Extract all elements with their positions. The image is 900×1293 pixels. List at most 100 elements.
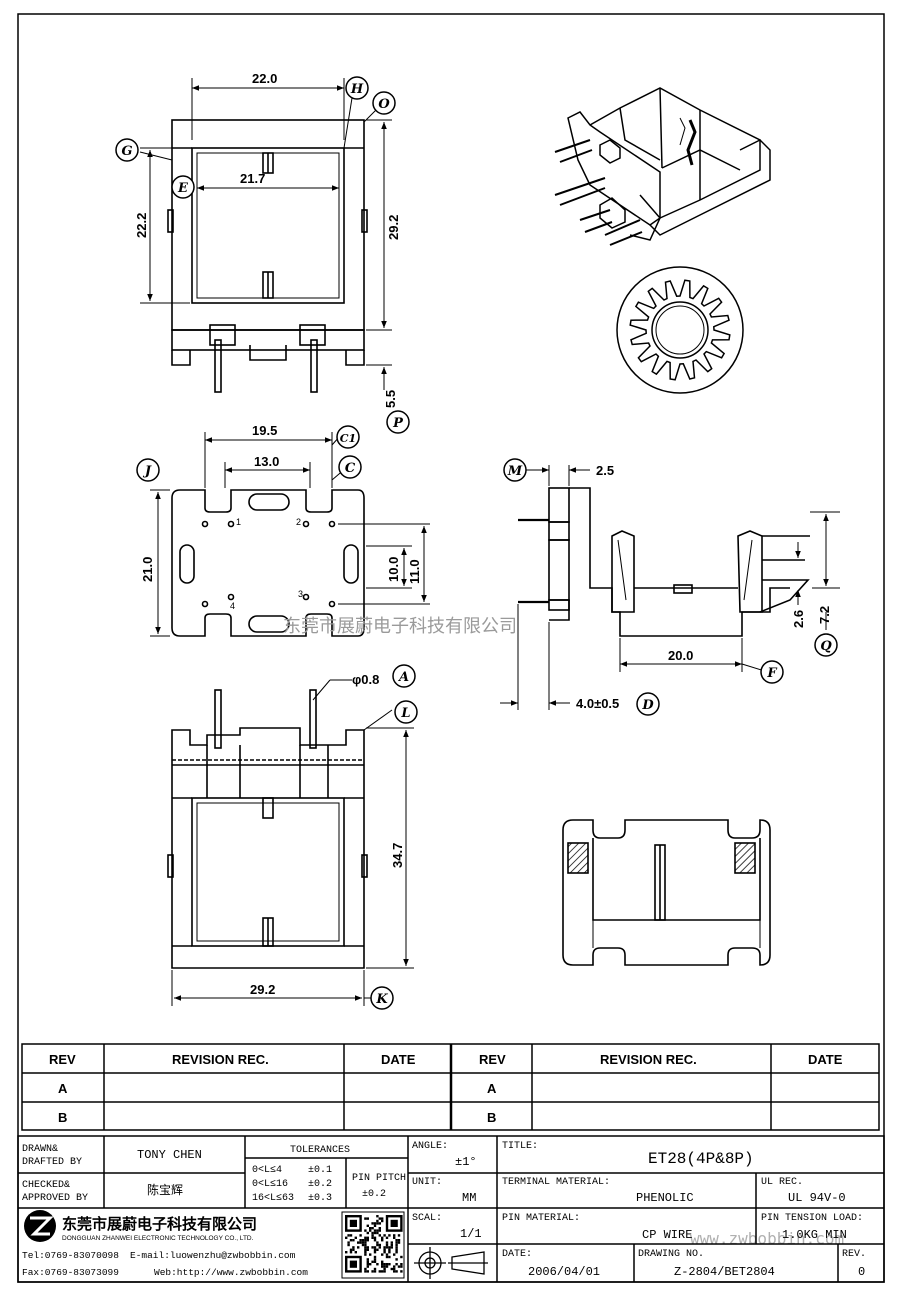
label-circle-d [636, 692, 660, 716]
front-view [167, 689, 368, 969]
rev-header-1: REV [49, 1052, 76, 1067]
drawn-label-2: DRAFTED BY [22, 1157, 82, 1168]
label-k: K [375, 992, 388, 1007]
projection-symbol-icon [414, 1247, 488, 1279]
section-view [562, 819, 771, 966]
label-circle-l [394, 700, 418, 724]
side-view [518, 487, 810, 637]
qr-code-icon [341, 1211, 405, 1279]
dim-7-2: 7.2 [817, 606, 832, 624]
pin-tension-label: PIN TENSION LOAD: [761, 1213, 863, 1224]
label-circle-f [760, 660, 784, 684]
dim-21-7: 21.7 [240, 171, 265, 186]
label-circle-o [372, 91, 396, 115]
dim-2-6: 2.6 [791, 610, 806, 628]
pin-number-4: 4 [230, 601, 235, 611]
revision-table-text: REV REVISION REC. DATE REV REVISION REC.… [49, 1052, 843, 1125]
checked-label-1: CHECKED& [22, 1180, 70, 1191]
dim-19-5: 19.5 [252, 423, 277, 438]
dim-22-0: 22.0 [252, 71, 277, 86]
pin-number-2: 2 [296, 517, 301, 527]
label-l: L [400, 706, 410, 721]
label-j: J [142, 464, 152, 479]
label-g: G [121, 144, 132, 159]
front-view-dims [171, 679, 414, 1006]
rev-b-2: B [487, 1110, 496, 1125]
label-o: O [378, 97, 390, 112]
tol-range-3: 16<L≤63 [252, 1193, 294, 1204]
label-d: D [641, 698, 654, 713]
date-header-2: DATE [808, 1052, 843, 1067]
title-label: TITLE: [502, 1141, 538, 1152]
drawing-no-value: Z-2804/BET2804 [674, 1265, 775, 1279]
rev-label: REV. [842, 1249, 866, 1260]
revision-rec-header-1: REVISION REC. [172, 1052, 269, 1067]
rev-header-2: REV [479, 1052, 506, 1067]
dim-11-0: 11.0 [407, 559, 422, 584]
angle-value: ±1° [455, 1155, 477, 1169]
label-circle-q [814, 633, 838, 657]
tol-range-2: 0<L≤16 [252, 1179, 288, 1190]
label-c: C [345, 461, 356, 476]
date-label: DATE: [502, 1249, 532, 1260]
side-view-dims [500, 465, 840, 710]
watermark-text: 东莞市展蔚电子科技有限公司 [283, 616, 517, 637]
company-email: E-mail:luowenzhu@zwbobbin.com [130, 1250, 296, 1261]
label-e: E [177, 181, 189, 196]
pin-tension-value: 1.0KG MIN [782, 1228, 847, 1242]
unit-value: MM [462, 1191, 476, 1205]
terminal-material-value: PHENOLIC [636, 1191, 694, 1205]
label-circle-e [171, 175, 195, 199]
side-view-dim-text: 2.5 20.0 2.6 7.2 4.0±0.5 [576, 463, 832, 711]
gear-view [616, 266, 744, 394]
dim-13-0: 13.0 [254, 454, 279, 469]
tolerances-label: TOLERANCES [290, 1145, 350, 1156]
company-name-en: DONGGUAN ZHANWEI ELECTRONIC TECHNOLOGY C… [62, 1235, 254, 1242]
rev-a-1: A [58, 1081, 68, 1096]
dim-22-2: 22.2 [134, 213, 149, 238]
tol-range-1: 0<L≤4 [252, 1165, 282, 1176]
company-web: Web:http://www.zwbobbin.com [154, 1267, 308, 1278]
company-logo-icon [24, 1210, 56, 1242]
rev-b-1: B [58, 1110, 67, 1125]
tol-value-3: ±0.3 [308, 1193, 332, 1204]
pin-pitch-label: PIN PITCH [352, 1173, 406, 1184]
checked-value: 陈宝辉 [147, 1182, 183, 1198]
title-block-grid [17, 1135, 885, 1283]
ul-label: UL REC. [761, 1177, 803, 1188]
scale-label: SCAL: [412, 1213, 442, 1224]
checked-label-2: APPROVED BY [22, 1193, 88, 1204]
dim-21-0: 21.0 [140, 557, 155, 582]
bottom-view [171, 489, 365, 637]
label-circle-k [370, 986, 394, 1010]
title-value: ET28(4P&8P) [648, 1150, 754, 1168]
tol-value-1: ±0.1 [308, 1165, 332, 1176]
drawn-value: TONY CHEN [137, 1148, 202, 1162]
top-view [167, 119, 368, 393]
label-a: A [397, 670, 409, 685]
dim-29-2: 29.2 [386, 215, 401, 240]
label-circle-h [345, 76, 369, 100]
top-view-dims [139, 78, 392, 390]
company-name-cn: 东莞市展蔚电子科技有限公司 [62, 1215, 257, 1233]
bottom-view-dim-text: 19.5 13.0 21.0 10.0 11.0 1 2 3 4 [140, 423, 422, 611]
dim-10-0: 10.0 [386, 557, 401, 582]
angle-label: ANGLE: [412, 1141, 448, 1152]
date-value: 2006/04/01 [528, 1265, 600, 1279]
dim-pin-diameter: φ0.8 [352, 672, 379, 687]
dim-20-0: 20.0 [668, 648, 693, 663]
tol-value-2: ±0.2 [308, 1179, 332, 1190]
drawn-label-1: DRAWN& [22, 1144, 58, 1155]
label-circle-a [392, 664, 416, 688]
pin-number-1: 1 [236, 517, 241, 527]
revision-rec-header-2: REVISION REC. [600, 1052, 697, 1067]
label-p: P [392, 416, 404, 431]
dim-34-7: 34.7 [390, 843, 405, 868]
date-header-1: DATE [381, 1052, 416, 1067]
terminal-material-label: TERMINAL MATERIAL: [502, 1177, 610, 1188]
rev-value: 0 [858, 1265, 865, 1279]
drawing-no-label: DRAWING NO. [638, 1249, 704, 1260]
revision-table [21, 1043, 880, 1131]
scale-value: 1/1 [460, 1227, 482, 1241]
